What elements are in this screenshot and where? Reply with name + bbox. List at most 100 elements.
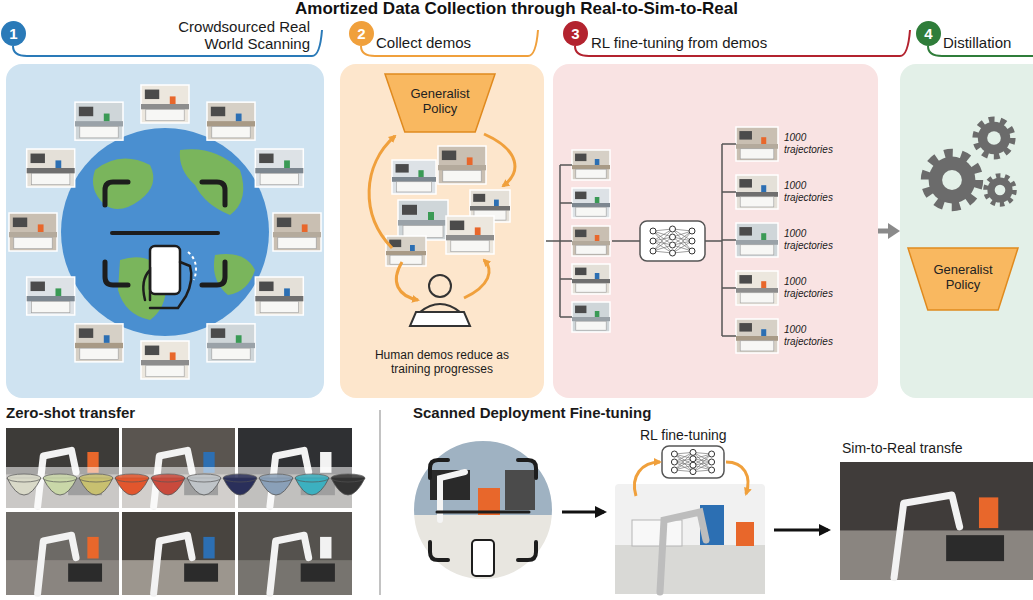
- bowl: [187, 474, 221, 482]
- gear-icon: [929, 157, 976, 204]
- robot-photo: [238, 512, 352, 595]
- scene-thumbnail: [736, 319, 778, 353]
- trapezoid-outline: [385, 74, 495, 132]
- neural-network-icon: [689, 228, 695, 234]
- scene-thumbnail: [255, 277, 303, 315]
- globe: [61, 128, 269, 336]
- robot-photo: [68, 563, 102, 581]
- human-demonstrator: [429, 275, 451, 297]
- scene-thumbnail: [9, 213, 57, 251]
- scene-thumbnail: [575, 192, 586, 200]
- gear-icon: [995, 185, 1006, 196]
- scene-thumbnail: [386, 251, 426, 255]
- scene-thumbnail: [572, 279, 610, 283]
- scene-thumbnail: [576, 283, 606, 292]
- scanned-kitchen-photo: [413, 515, 553, 580]
- gear-icon: [976, 120, 1012, 156]
- scene-thumbnail: [438, 146, 486, 184]
- robot-photo: [6, 428, 1033, 595]
- scene-thumbnail: [572, 241, 610, 245]
- bowl: [79, 474, 113, 482]
- scene-thumbnail: [494, 200, 499, 206]
- scene-thumbnail: [410, 245, 415, 251]
- robot-photo: [122, 512, 235, 595]
- trajectory-count: 1000 trajectories: [784, 228, 842, 251]
- scene-thumbnail: [572, 203, 610, 207]
- neural-network-icon: [690, 462, 696, 468]
- gear-icon: [926, 154, 978, 206]
- simulation-scene: [660, 512, 706, 592]
- scene-thumbnail: [392, 177, 436, 182]
- section-heading: Scanned Deployment Fine-tuning: [413, 404, 651, 421]
- robot-photo: [840, 462, 1033, 580]
- neural-network-icon: [690, 469, 696, 475]
- rl-tree-lines: [612, 240, 640, 242]
- scene-thumbnail: [595, 159, 600, 165]
- bowl: [223, 474, 257, 482]
- stage-panel: DistillationGeneralist Policy: [900, 64, 1033, 398]
- scene-thumbnail: [576, 169, 606, 178]
- scene-thumbnail: [145, 90, 159, 100]
- scene-thumbnail: [473, 194, 485, 202]
- neural-network-icon: [670, 234, 676, 240]
- bowl: [295, 474, 329, 495]
- neural-network-icon: [662, 446, 724, 478]
- scene-thumbnail: [470, 206, 510, 210]
- neural-network-icon: [650, 228, 656, 234]
- scene-thumbnail: [255, 277, 303, 315]
- scene-thumbnail: [736, 223, 778, 257]
- scan-brackets: [202, 182, 225, 205]
- simulation-scene: [736, 522, 754, 546]
- scene-thumbnail: [79, 107, 93, 117]
- neural-network-icon: [671, 459, 677, 465]
- scene-thumbnail: [255, 149, 303, 187]
- globe: [61, 128, 269, 336]
- scene-thumbnail: [38, 224, 44, 232]
- robot-photo: [184, 563, 218, 581]
- scene-thumbnail: [736, 192, 778, 197]
- neural-network-icon: [650, 248, 656, 254]
- step-label: RL fine-tuning: [640, 427, 727, 443]
- scene-thumbnail: [443, 170, 481, 181]
- scene-thumbnail: [739, 131, 752, 140]
- scan-brackets: [105, 182, 128, 205]
- scene-thumbnail: [736, 288, 778, 293]
- bowl: [151, 474, 185, 482]
- scene-thumbnail: [739, 323, 752, 332]
- scene-thumbnail: [398, 220, 448, 226]
- scene-thumbnail: [255, 149, 303, 187]
- scene-thumbnail: [259, 282, 273, 292]
- scene-thumbnail: [146, 365, 184, 376]
- rl-loop-arrows: [726, 462, 748, 494]
- bowl: [223, 474, 257, 495]
- robot-photo: [122, 560, 235, 595]
- neural-network-icon: [640, 221, 705, 261]
- bowl-band: [0, 467, 372, 509]
- stage-heading: Distillation: [943, 34, 1011, 51]
- trajectory-count: 1000 trajectories: [784, 132, 842, 155]
- scene-thumbnail: [27, 149, 75, 187]
- scene-thumbnail: [55, 160, 61, 168]
- scene-thumbnail: [278, 237, 316, 248]
- scene-thumbnail: [446, 216, 494, 254]
- robot-photo: [6, 512, 119, 595]
- robot-photo: [946, 535, 1004, 561]
- human-demonstrator: [410, 312, 470, 326]
- globe: [180, 149, 244, 215]
- stage-heading: RL fine-tuning from demos: [591, 34, 767, 51]
- scene-thumbnail: [575, 268, 586, 276]
- scene-thumbnail: [104, 114, 110, 122]
- panel-backgrounds: [6, 64, 324, 398]
- scene-thumbnail: [450, 221, 464, 231]
- scene-thumbnail: [761, 233, 766, 240]
- scene-thumbnail: [398, 200, 448, 240]
- scene-thumbnail: [31, 154, 45, 164]
- demo-loop-arrows: [369, 134, 515, 300]
- scene-thumbnail: [576, 245, 606, 254]
- scene-thumbnail: [390, 255, 422, 264]
- bowl: [79, 474, 113, 495]
- neural-network-icon: [690, 449, 696, 455]
- scene-thumbnail: [27, 149, 75, 187]
- scene-thumbnail: [9, 232, 57, 237]
